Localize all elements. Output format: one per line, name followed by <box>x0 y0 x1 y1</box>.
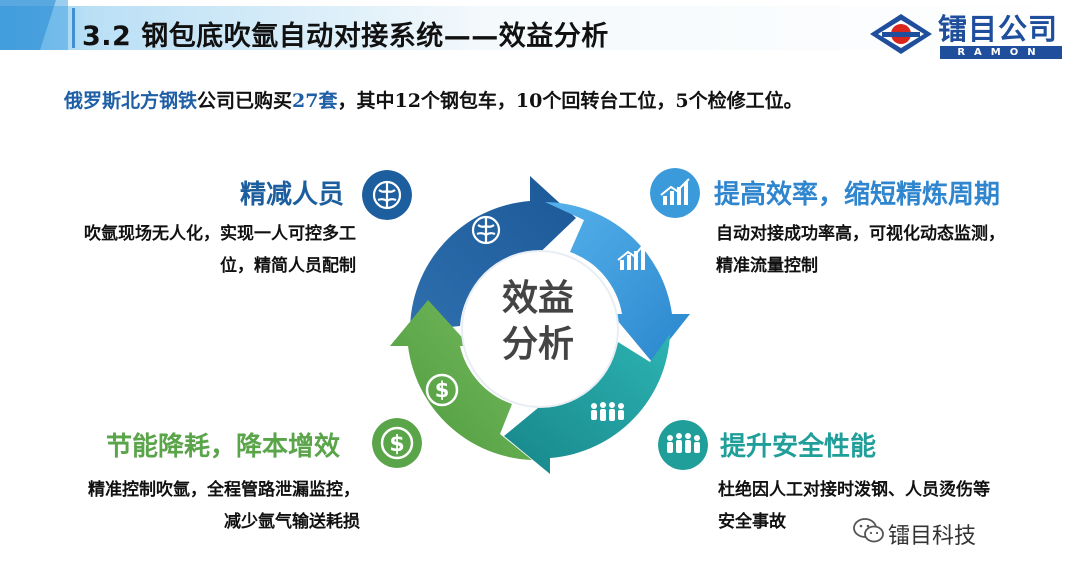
people-icon <box>591 402 624 421</box>
intro-detail: ，其中12个钢包车，10个回转台工位，5个检修工位。 <box>337 90 803 112</box>
intro-company: 俄罗斯北方钢铁 <box>64 90 198 112</box>
feature-safety-title: 提升安全性能 <box>720 432 877 462</box>
feature-personnel-title: 精减人员 <box>240 180 345 210</box>
bar-chart-icon <box>650 168 700 218</box>
feature-efficiency-title: 提高效率，缩短精炼周期 <box>714 180 1001 210</box>
intro-count: 27套 <box>292 90 338 112</box>
svg-text:$: $ <box>389 432 404 457</box>
feature-energy-desc: 精准控制吹氩，全程管路泄漏监控， 减少氩气输送耗损 <box>30 474 360 538</box>
dollar-icon: $ <box>372 418 422 468</box>
center-label: 效益 分析 <box>478 276 598 368</box>
brain-icon <box>362 170 412 220</box>
feature-energy-desc-line2: 减少氩气输送耗损 <box>224 512 360 532</box>
ramon-logo-emblem <box>870 14 932 54</box>
center-label-line1: 效益 <box>501 278 574 319</box>
cycle-segment-energy <box>390 300 532 460</box>
feature-safety-desc: 杜绝因人工对接时泼钢、人员烫伤等 安全事故 <box>718 474 1068 538</box>
feature-efficiency-desc: 自动对接成功率高，可视化动态监测， 精准流量控制 <box>716 218 1066 282</box>
people-icon <box>658 420 708 470</box>
cycle-segment-personnel <box>409 176 576 331</box>
intro-purchased: 公司已购买 <box>197 90 293 112</box>
logo-text: 镭目公司 <box>938 12 1059 46</box>
benefit-cycle-diagram: $ <box>390 176 690 474</box>
feature-personnel-desc-line2: 位，精简人员配制 <box>220 256 356 276</box>
brain-icon <box>471 215 501 245</box>
bar-chart-icon <box>617 241 647 270</box>
feature-energy-desc-line1: 精准控制吹氩，全程管路泄漏监控， <box>88 480 360 500</box>
feature-personnel-desc: 吹氩现场无人化，实现一人可控多工 位，精简人员配制 <box>34 218 356 282</box>
feature-safety-desc-line1: 杜绝因人工对接时泼钢、人员烫伤等 <box>718 480 990 500</box>
watermark-text: 镭目科技 <box>888 524 977 549</box>
cycle-segment-safety <box>504 334 670 474</box>
feature-energy-title: 节能降耗，降本增效 <box>106 432 341 462</box>
feature-personnel-desc-line1: 吹氩现场无人化，实现一人可控多工 <box>84 224 356 244</box>
feature-efficiency-desc-line2: 精准流量控制 <box>716 256 818 276</box>
intro-text: 俄罗斯北方钢铁公司已购买27套，其中12个钢包车，10个回转台工位，5个检修工位… <box>64 86 803 113</box>
wechat-icon <box>853 518 884 543</box>
logo-subtext: RAMON <box>940 46 1062 59</box>
cycle-segment-efficiency <box>545 202 690 362</box>
feature-efficiency-desc-line1: 自动对接成功率高，可视化动态监测， <box>716 224 1005 244</box>
page-title: 3.2 钢包底吹氩自动对接系统——效益分析 <box>82 21 609 52</box>
dollar-circle-icon: $ <box>425 373 459 407</box>
svg-text:$: $ <box>435 378 450 402</box>
feature-safety-desc-line2: 安全事故 <box>718 512 786 532</box>
center-label-line2: 分析 <box>501 324 574 365</box>
